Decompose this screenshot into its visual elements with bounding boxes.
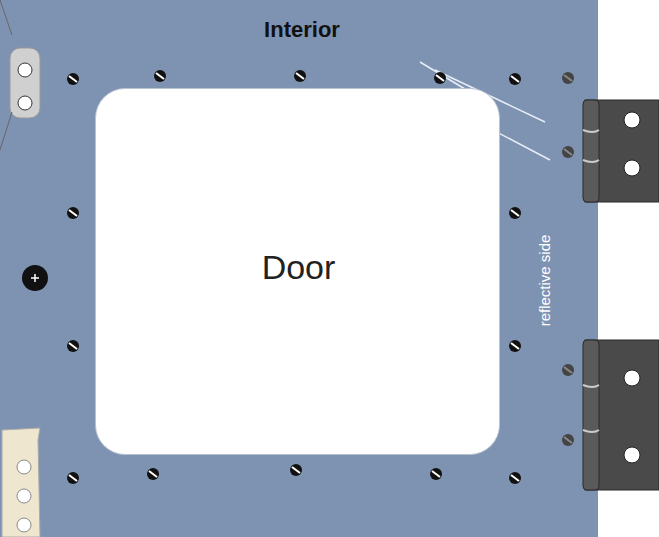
- screws: [67, 70, 574, 484]
- panel: Interior reflective side Door: [0, 0, 598, 537]
- plus-button: [22, 265, 48, 291]
- tape: [2, 428, 40, 537]
- side-label: reflective side: [537, 234, 554, 326]
- door-window: Door: [95, 88, 500, 455]
- tape: [0, 0, 40, 150]
- hinge: [583, 340, 659, 490]
- heading-label: Interior: [264, 17, 340, 43]
- panel-plate: [0, 0, 598, 537]
- door-label: Door: [262, 248, 336, 287]
- hinge: [583, 100, 659, 202]
